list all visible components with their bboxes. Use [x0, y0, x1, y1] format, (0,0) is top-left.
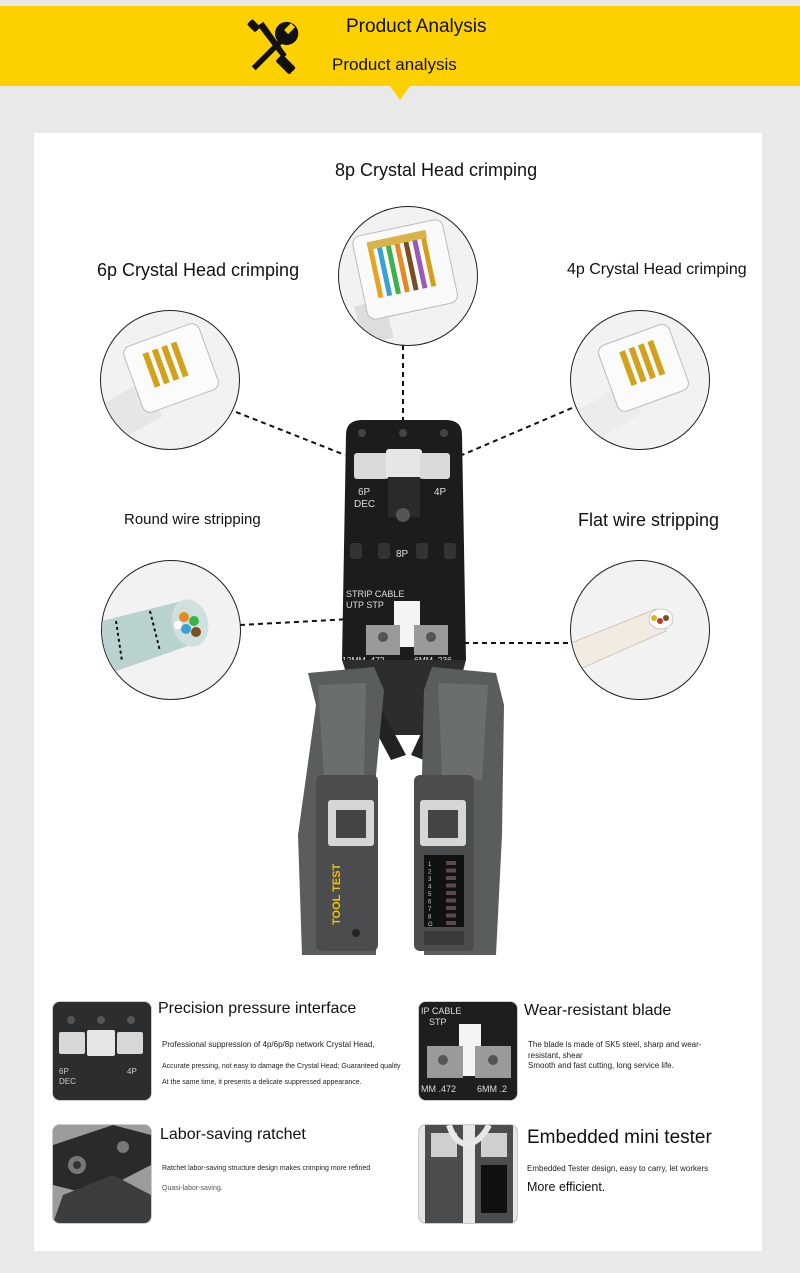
tester-led-bar [446, 921, 456, 925]
thumb-ratchet [52, 1124, 152, 1224]
tool-4p-marking: 4P [434, 487, 447, 498]
feature-text-pressure-3: At the same time, it presents a delicate… [162, 1079, 362, 1086]
page-title: Product Analysis [346, 16, 487, 37]
feature-text-ratchet-1: Ratchet labor-saving structure design ma… [162, 1165, 371, 1172]
thumb-blade-stp-marking: STP [429, 1017, 447, 1027]
crimping-tool-illustration: 6P DEC 4P 8P STRIP CABLE UTP STP 12MM .4… [298, 420, 504, 955]
feature-text-pressure-2: Accurate pressing, not easy to damage th… [162, 1063, 401, 1070]
ratchet-image [53, 1125, 151, 1223]
circle-8p-connector [338, 206, 478, 346]
tester-led-bar [446, 913, 456, 918]
label-flat-stripping: Flat wire stripping [578, 510, 720, 530]
label-4p-crimping: 4p Crystal Head crimping [567, 261, 747, 278]
tester-brand-label: TOOL TEST [331, 863, 343, 925]
tool-6p-marking: 6P [358, 487, 371, 498]
flat-cable-icon [571, 608, 674, 674]
page-subtitle: Product analysis [332, 55, 457, 74]
thumb-blade-cable-marking: IP CABLE [421, 1006, 461, 1016]
header-band [0, 6, 800, 86]
tester-led-bar [446, 898, 456, 903]
tester-led-number: 2 [428, 870, 432, 876]
circle-flat-cable [570, 560, 710, 700]
feature-title-pressure-interface: Precision pressure interface [158, 1000, 357, 1017]
tester-led-number: 3 [428, 877, 432, 883]
blade-image: IP CABLE STP MM .472 6MM .2 [419, 1002, 517, 1100]
tester-led-bar [446, 891, 456, 895]
pressure-interface-image: 6P DEC 4P [53, 1002, 151, 1100]
tester-led-number: 8 [428, 915, 432, 921]
mini-tester-image [419, 1125, 517, 1223]
tool-strip-marking: STRIP CABLE [346, 589, 404, 599]
tester-led-number: 6 [428, 900, 432, 906]
feature-title-tester: Embedded mini tester [527, 1127, 712, 1148]
tester-led-number: 4 [428, 885, 432, 891]
tool-utp-marking: UTP STP [346, 600, 384, 610]
circle-round-cable [101, 560, 241, 700]
tester-led-number: 7 [428, 907, 432, 913]
label-8p-crimping: 8p Crystal Head crimping [335, 160, 538, 180]
tester-led-bar [446, 906, 456, 910]
tester-led-number: 5 [428, 892, 432, 898]
tester-led-bar [446, 868, 456, 873]
round-cable-icon [102, 599, 209, 676]
rj45-connector-icon [352, 219, 458, 345]
wrench-screwdriver-icon [247, 19, 299, 74]
rj11-connector-icon [576, 323, 689, 441]
feature-title-blade: Wear-resistant blade [524, 1002, 672, 1019]
thumb-blade-size-left: MM .472 [421, 1084, 456, 1094]
thumb-mini-tester [418, 1124, 518, 1224]
thumb-dec-marking: DEC [59, 1077, 76, 1086]
thumb-6p-marking: 6P [59, 1067, 69, 1076]
tool-8p-marking: 8P [396, 549, 409, 560]
tester-led-bar [446, 883, 456, 888]
thumb-4p-marking: 4P [127, 1067, 137, 1076]
rj12-connector-icon [101, 323, 219, 441]
feature-text-blade-1: The blade is made of SK5 steel, sharp an… [528, 1040, 702, 1060]
circle-6p-connector [100, 310, 240, 450]
tester-led-number: G [428, 922, 433, 928]
feature-text-tester-2: More efficient. [527, 1180, 606, 1194]
feature-text-pressure-1: Professional suppression of 4p/6p/8p net… [162, 1040, 375, 1049]
header-arrow [390, 86, 410, 100]
circle-4p-connector [570, 310, 710, 450]
feature-title-ratchet: Labor-saving ratchet [160, 1126, 306, 1143]
label-6p-crimping: 6p Crystal Head crimping [97, 260, 300, 280]
tester-led-bar [446, 876, 456, 880]
thumb-blade-size-right: 6MM .2 [477, 1084, 507, 1094]
thumb-pressure-interface: 6P DEC 4P [52, 1001, 152, 1101]
tester-led-bar [446, 861, 456, 865]
feature-text-blade-2: Smooth and fast cutting, long service li… [528, 1061, 674, 1070]
feature-text-ratchet-2: Quasi-labor-saving. [162, 1185, 223, 1192]
label-round-stripping: Round wire stripping [124, 511, 261, 528]
tool-dec-marking: DEC [354, 499, 375, 510]
tester-led-number: 1 [428, 862, 432, 868]
thumb-wear-resistant-blade: IP CABLE STP MM .472 6MM .2 [418, 1001, 518, 1101]
feature-text-tester-1: Embedded Tester design, easy to carry, l… [527, 1164, 709, 1173]
